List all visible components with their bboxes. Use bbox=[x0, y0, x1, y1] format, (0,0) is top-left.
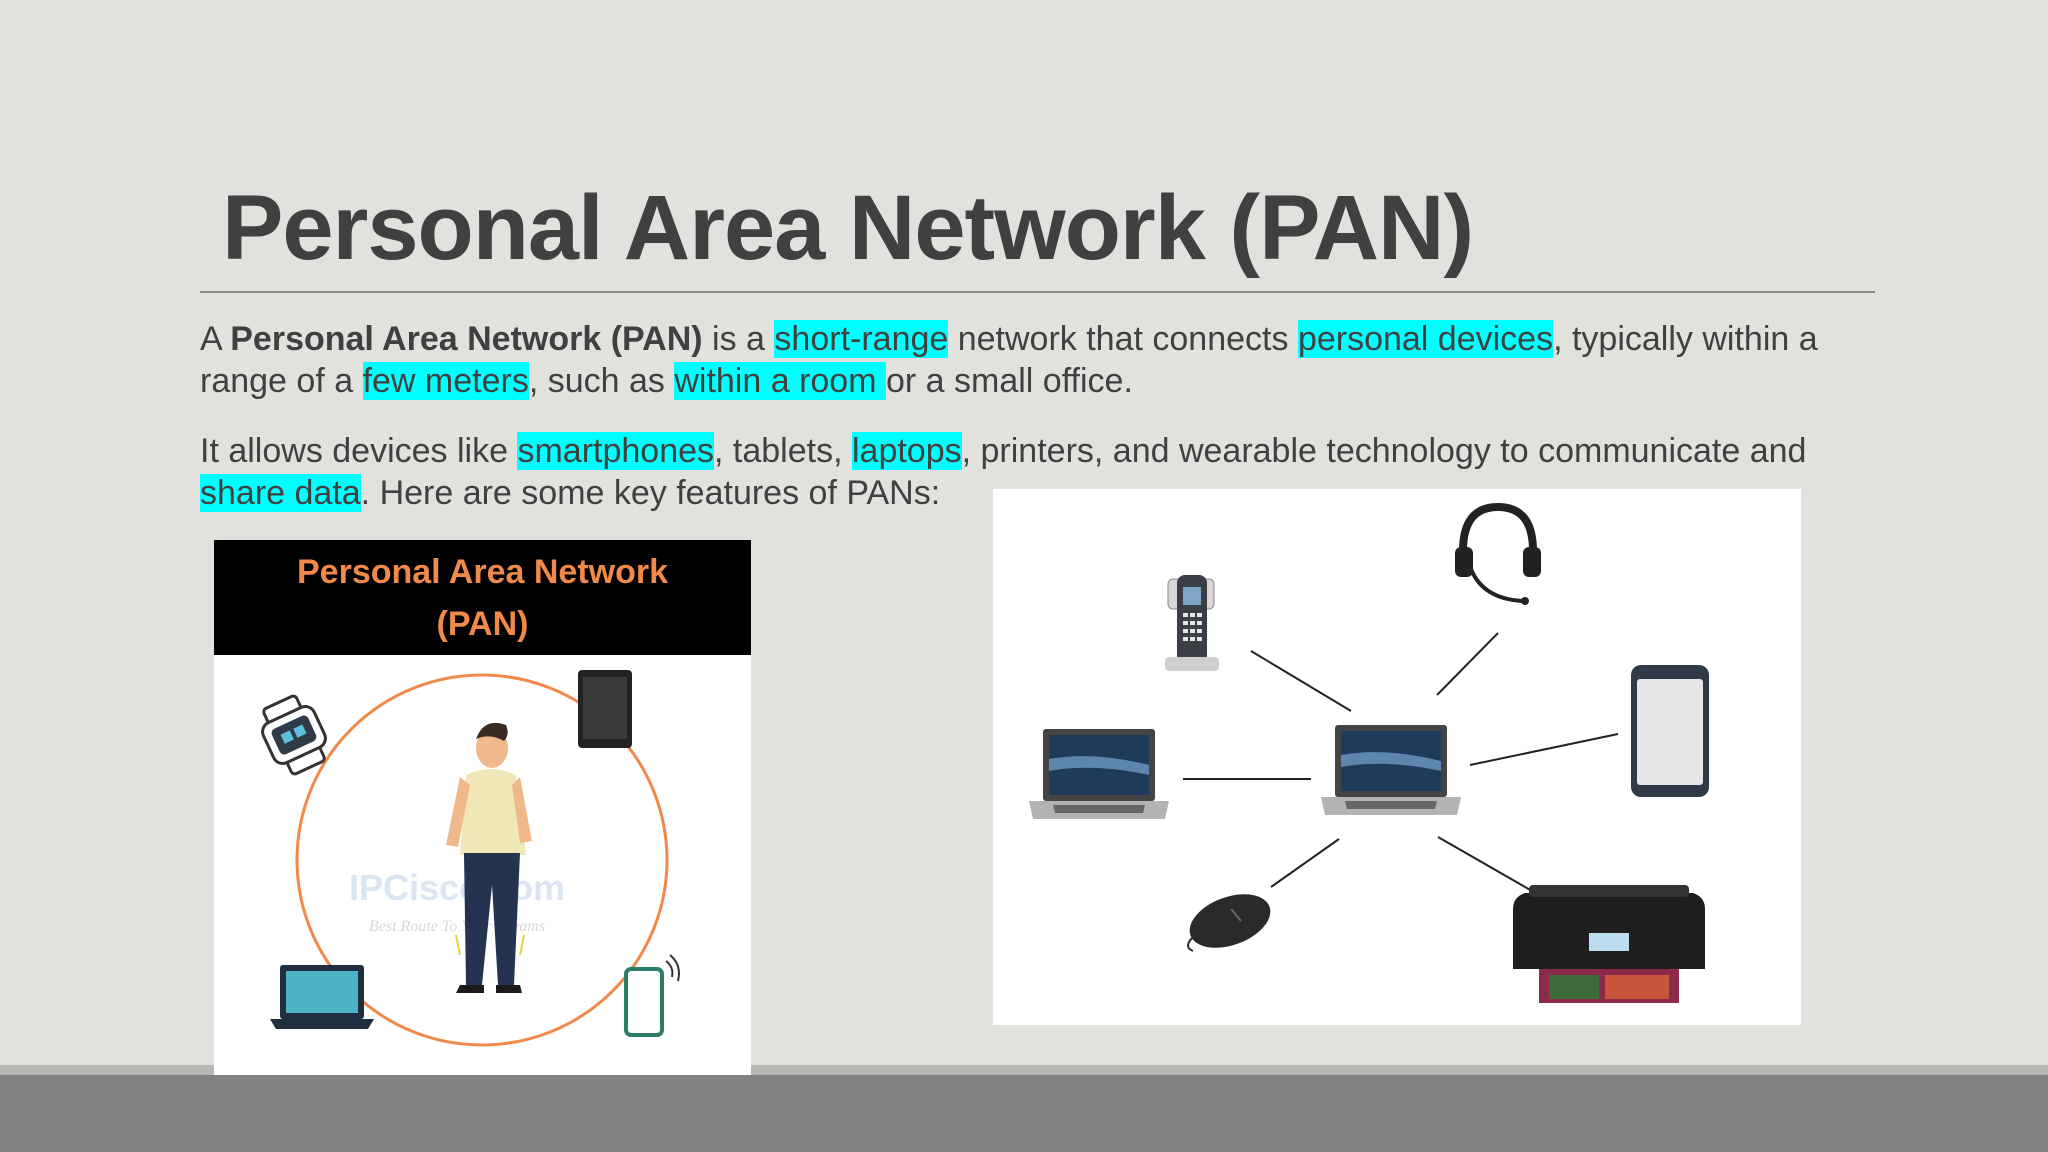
pan-devices-diagram bbox=[993, 489, 1801, 1025]
footer-bar bbox=[0, 1075, 2048, 1152]
smartphone-icon bbox=[624, 954, 680, 1037]
laptop-icon bbox=[270, 965, 374, 1029]
highlight-short-range: short-range bbox=[774, 320, 949, 358]
pan-header-line2: (PAN) bbox=[436, 605, 529, 643]
center-laptop-icon bbox=[1321, 725, 1461, 815]
highlight-within-a-room: within a room bbox=[674, 362, 886, 400]
pan-illustration: Personal Area Network (PAN) IPCisco.com … bbox=[214, 540, 751, 1075]
highlight-personal-devices: personal devices bbox=[1297, 320, 1554, 358]
term-pan: Personal Area Network (PAN) bbox=[230, 320, 703, 358]
printer-icon bbox=[1513, 885, 1705, 1003]
pan-illustration-header: Personal Area Network (PAN) bbox=[214, 540, 751, 655]
watermark-tagline: Best Route To Your Dreams bbox=[369, 918, 545, 935]
smartphone-icon bbox=[1631, 665, 1709, 797]
left-laptop-icon bbox=[1029, 729, 1169, 819]
highlight-laptops: laptops bbox=[851, 432, 962, 470]
tablet-icon bbox=[578, 670, 632, 748]
slide-title: Personal Area Network (PAN) bbox=[222, 177, 1474, 279]
watermark-text: IPCisco.com bbox=[349, 867, 565, 908]
paragraph-devices: It allows devices like smartphones, tabl… bbox=[200, 432, 1807, 512]
pan-devices-svg bbox=[1029, 502, 1709, 1003]
person-icon bbox=[446, 722, 532, 993]
smartwatch-icon bbox=[261, 694, 327, 776]
headset-icon bbox=[1455, 502, 1541, 605]
connection-lines bbox=[1183, 632, 1619, 900]
pan-header-line1: Personal Area Network bbox=[297, 553, 668, 591]
mouse-icon bbox=[1187, 894, 1271, 952]
title-divider bbox=[200, 291, 1875, 293]
highlight-share-data: share data bbox=[200, 474, 361, 512]
paragraph-definition: A Personal Area Network (PAN) is a short… bbox=[200, 320, 1818, 400]
highlight-few-meters: few meters bbox=[362, 362, 529, 400]
highlight-smartphones: smartphones bbox=[517, 432, 715, 470]
cordless-phone-icon bbox=[1165, 575, 1219, 671]
footer-stripe bbox=[0, 1065, 2048, 1075]
pan-range-circle bbox=[295, 673, 669, 1047]
pan-diagram: IPCisco.com Best Route To Your Dreams bbox=[261, 670, 680, 1047]
